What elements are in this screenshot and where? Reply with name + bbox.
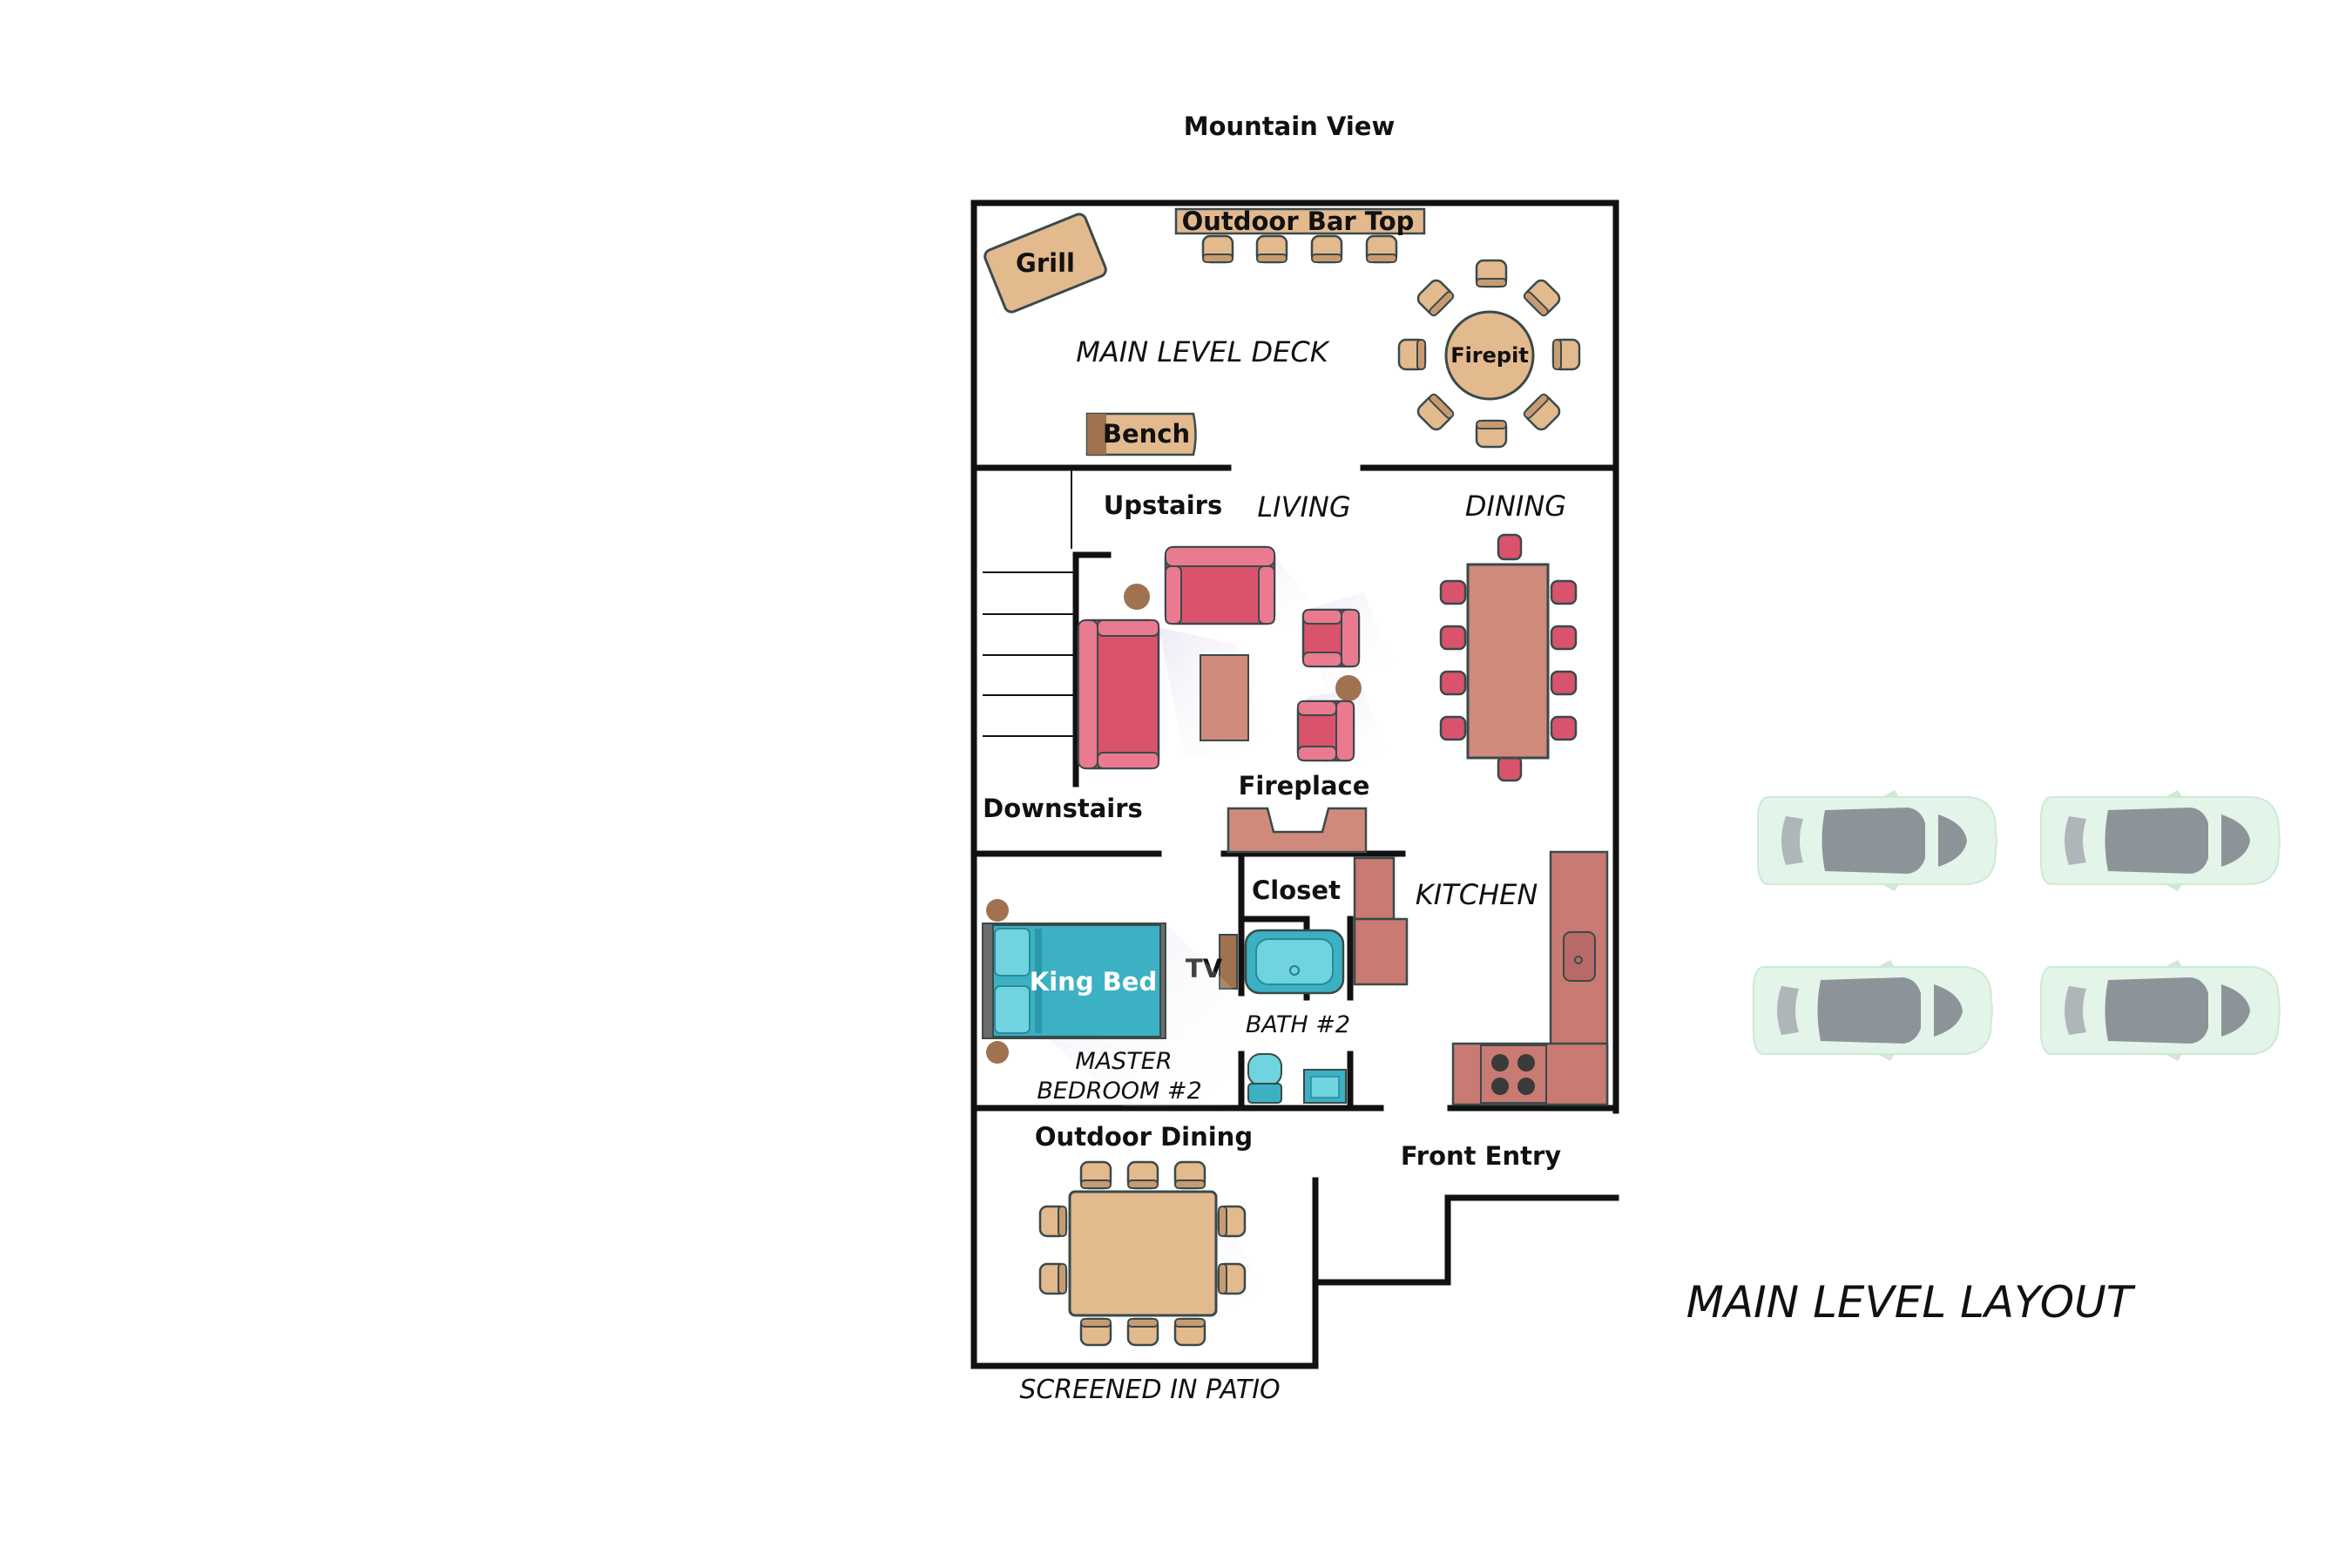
grill-label: Grill <box>1016 248 1075 278</box>
outdoor-bar-top <box>1174 207 1426 264</box>
car-icon <box>1753 959 1993 1062</box>
king-bed <box>982 923 1166 1039</box>
car-icon <box>2040 789 2281 892</box>
outdoor-bar-top-label: Outdoor Bar Top <box>1182 206 1415 236</box>
mountain-view-label: Mountain View <box>1184 112 1396 141</box>
sofa-top <box>1164 545 1276 625</box>
parking-area <box>1753 789 2281 1062</box>
staircase <box>983 470 1073 737</box>
bath-label: BATH #2 <box>1246 1011 1350 1038</box>
closet-label: Closet <box>1252 875 1341 905</box>
outdoor-dining-label: Outdoor Dining <box>1035 1122 1253 1152</box>
firepit-seating <box>1397 259 1581 449</box>
upstairs-label: Upstairs <box>1104 490 1223 520</box>
stove-icon <box>1480 1044 1547 1104</box>
bench-label: Bench <box>1103 419 1190 449</box>
main-level-deck-label: MAIN LEVEL DECK <box>1076 335 1330 368</box>
nightstand-icon <box>986 899 1009 922</box>
walls <box>970 199 1619 1369</box>
dining-label: DINING <box>1465 490 1566 523</box>
master-bedroom-label-1: MASTER <box>1075 1048 1172 1075</box>
master-bedroom-label-2: BEDROOM #2 <box>1037 1078 1201 1105</box>
toilet-icon <box>1247 1053 1282 1104</box>
firepit-label: Firepit <box>1450 343 1529 368</box>
grill: Grill <box>983 213 1107 314</box>
armchair-top <box>1301 608 1361 668</box>
car-icon <box>2040 959 2281 1062</box>
sofa-left <box>1077 618 1160 770</box>
front-entry-label: Front Entry <box>1401 1141 1561 1171</box>
nightstand-icon <box>986 1041 1009 1064</box>
outdoor-dining-table <box>1038 1160 1263 1359</box>
bench <box>1085 412 1197 456</box>
king-bed-label: King Bed <box>1030 967 1157 997</box>
sink-icon <box>1303 1069 1347 1104</box>
screened-patio-label: SCREENED IN PATIO <box>1019 1375 1280 1405</box>
armchair-bottom <box>1296 700 1355 762</box>
living-label: LIVING <box>1257 490 1350 524</box>
kitchen-counters <box>1353 850 1609 1106</box>
fireplace <box>1227 807 1368 854</box>
car-icon <box>1757 789 1997 892</box>
coffee-table <box>1200 654 1249 741</box>
fireplace-label: Fireplace <box>1239 771 1370 801</box>
side-table-icon <box>1335 675 1362 701</box>
dining-table <box>1439 533 1578 782</box>
kitchen-label: KITCHEN <box>1416 878 1538 911</box>
downstairs-label: Downstairs <box>983 794 1143 823</box>
bathtub-icon <box>1244 929 1345 995</box>
layout-title: MAIN LEVEL LAYOUT <box>1686 1277 2136 1328</box>
side-table-icon <box>1124 584 1150 610</box>
